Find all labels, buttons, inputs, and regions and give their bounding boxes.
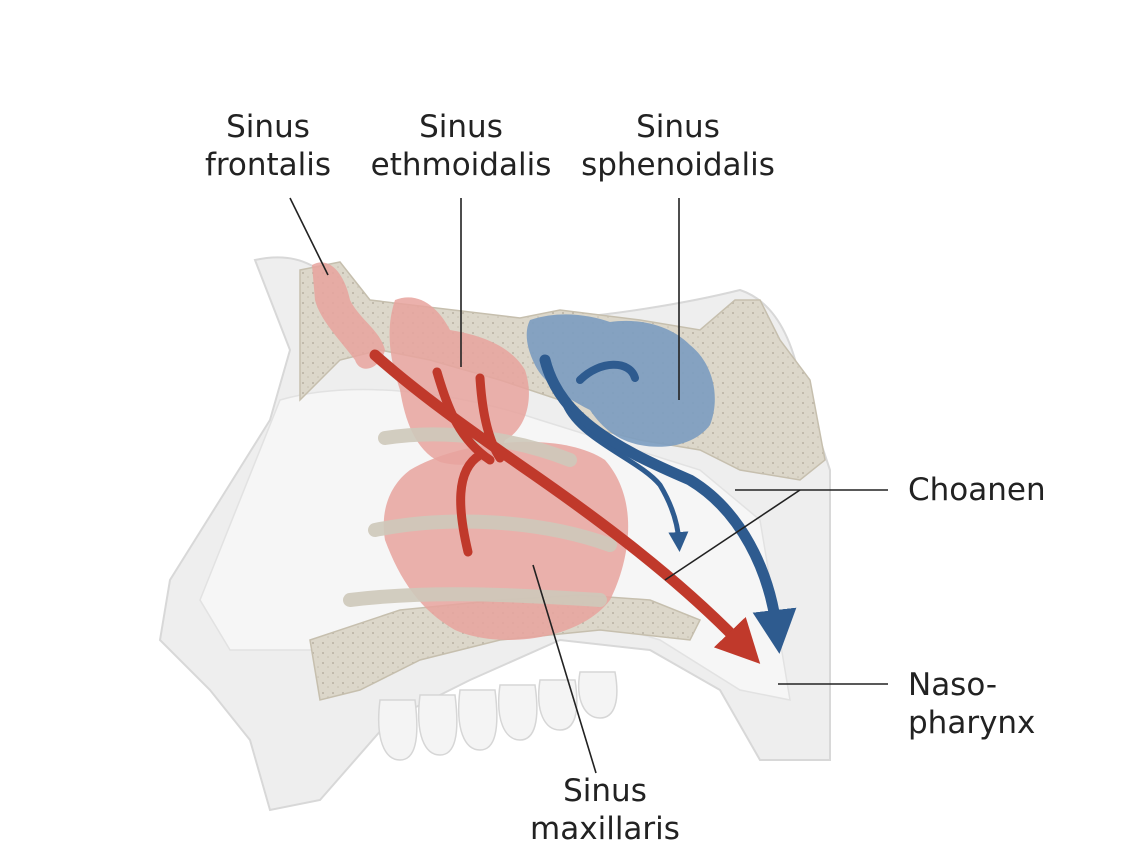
label-sinus-ethmoidalis-line1: Sinus [419, 109, 503, 145]
label-nasopharynx: Naso- pharynx [908, 666, 1035, 742]
label-sinus-sphenoidalis: Sinus sphenoidalis [581, 108, 775, 184]
sinus-sphenoidalis-region [526, 314, 715, 447]
leader-choanen-diag [664, 489, 801, 581]
sinus-frontalis-region [312, 262, 385, 369]
label-sinus-sphenoidalis-line2: sphenoidalis [581, 147, 775, 183]
label-sinus-maxillaris-line1: Sinus [563, 773, 647, 809]
leader-lines [289, 197, 888, 774]
flow-arrow-red [369, 349, 761, 664]
label-sinus-frontalis-line2: frontalis [204, 147, 332, 183]
label-choanen: Choanen [908, 471, 1046, 509]
label-choanen-line1: Choanen [908, 472, 1046, 508]
label-sinus-ethmoidalis: Sinus ethmoidalis [371, 108, 552, 184]
label-nasopharynx-line2: pharynx [908, 705, 1036, 741]
label-sinus-frontalis: Sinus frontalis [205, 108, 331, 184]
sinus-ethmoidalis-region [389, 297, 529, 465]
leader-sinus-frontalis [289, 197, 329, 276]
label-sinus-sphenoidalis-line1: Sinus [636, 109, 720, 145]
leader-sinus-maxillaris [532, 564, 597, 774]
label-sinus-frontalis-line1: Sinus [226, 109, 310, 145]
label-sinus-ethmoidalis-line2: ethmoidalis [370, 147, 552, 183]
flow-arrow-blue [539, 354, 797, 654]
label-nasopharynx-line1: Naso- [908, 667, 998, 703]
label-sinus-maxillaris-line2: maxillaris [530, 811, 680, 847]
teeth [378, 671, 618, 761]
label-sinus-maxillaris: Sinus maxillaris [530, 772, 680, 848]
